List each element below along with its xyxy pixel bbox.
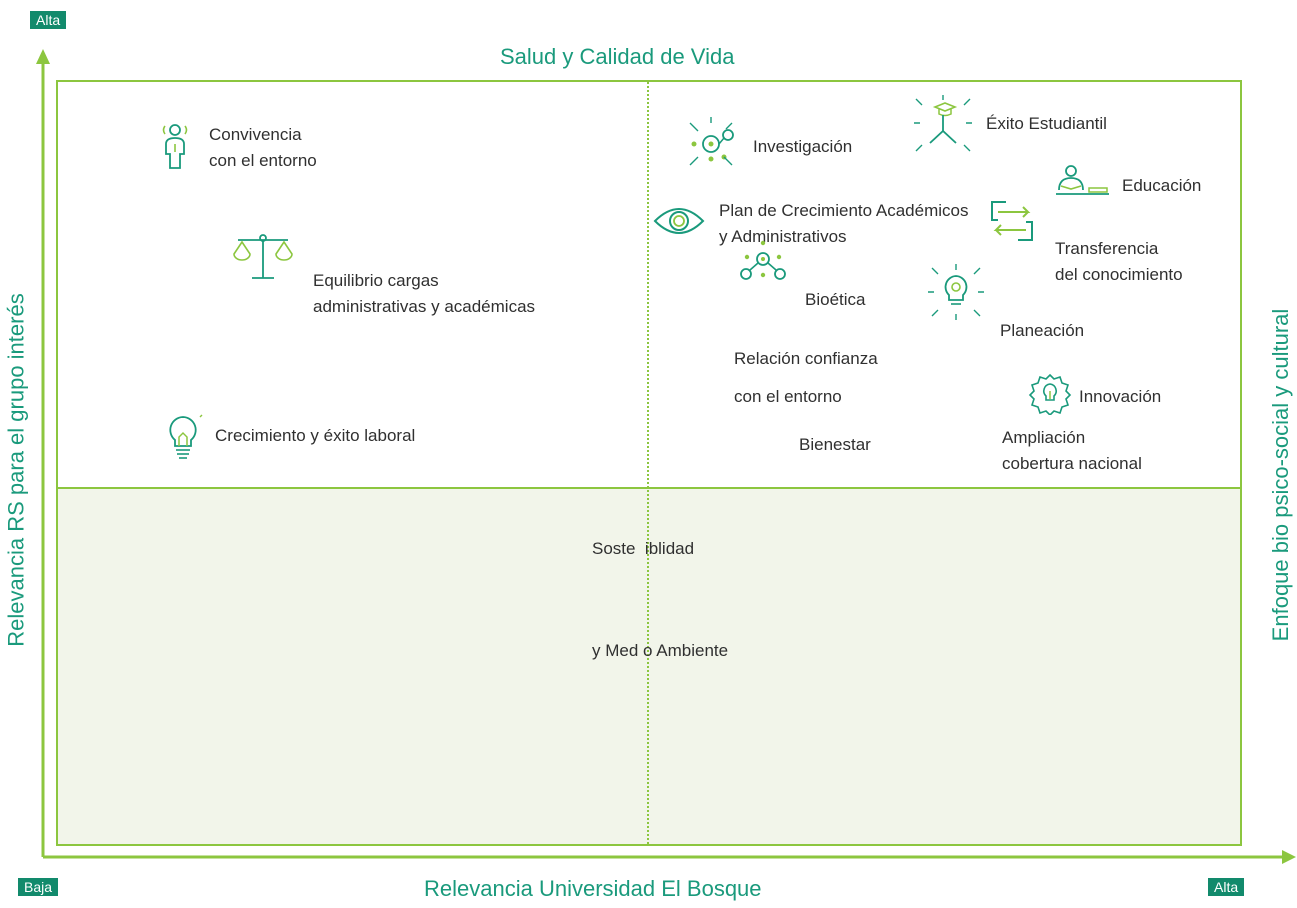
- eye-icon: [653, 208, 705, 234]
- label-planeacion: Planeación: [1000, 321, 1085, 340]
- x-axis-title: Relevancia Universidad El Bosque: [424, 876, 762, 901]
- balance-scale-icon: [233, 234, 293, 279]
- label-crecimiento-laboral: Crecimiento y éxito laboral: [215, 426, 416, 445]
- reading-person-icon: [1056, 165, 1109, 195]
- network-icon: [689, 117, 734, 166]
- label-relacion-line1: Relación confianza: [734, 349, 878, 368]
- horizontal-divider: [58, 487, 1240, 489]
- label-exito-estudiantil: Éxito Estudiantil: [986, 114, 1107, 133]
- vertical-divider: [647, 82, 649, 844]
- right-axis-title: Enfoque bio psico-social y cultural: [1268, 308, 1293, 642]
- label-equilibrio: Equilibrio cargas administrativas y acad…: [313, 268, 535, 320]
- graduation-flag-icon: [914, 95, 972, 152]
- label-ampliacion: Ampliación cobertura nacional: [1002, 425, 1142, 477]
- label-bioetica: Bioética: [805, 290, 866, 309]
- label-convivencia-line1: Convivencia: [209, 125, 302, 144]
- lower-quadrant-area: [58, 489, 1240, 844]
- label-convivencia-line2: con el entorno: [209, 151, 317, 170]
- label-plan-line1: Plan de Crecimiento Académicos: [719, 201, 969, 220]
- label-transferencia: Transferencia del conocimiento: [1055, 236, 1183, 288]
- label-plan-crecimiento: Plan de Crecimiento Académicos y Adminis…: [719, 198, 968, 250]
- lightbulb-icon: [169, 414, 203, 459]
- label-ampliacion-line1: Ampliación: [1002, 428, 1086, 447]
- y-axis-arrow: [36, 49, 50, 64]
- label-relacion-line2: con el entorno: [734, 387, 842, 406]
- person-icon: [162, 124, 188, 169]
- y-axis-title: Relevancia RS para el grupo interés: [3, 293, 29, 647]
- gear-bulb-icon: [928, 264, 984, 320]
- label-innovacion: Innovación: [1079, 387, 1162, 406]
- label-bienestar: Bienestar: [799, 435, 871, 454]
- x-axis-arrow: [1282, 850, 1296, 864]
- label-equilibrio-line2: administrativas y académicas: [313, 297, 536, 316]
- x-axis-low-badge: Baja: [18, 878, 59, 896]
- y-axis-high-badge: Alta: [30, 11, 67, 29]
- molecule-icon: [740, 240, 786, 280]
- x-axis-high-badge: Alta: [1208, 878, 1245, 896]
- label-sostenibilidad-line1: Soste iblidad: [592, 539, 695, 558]
- label-sostenibilidad-line2: y Med o Ambiente: [592, 641, 729, 660]
- quadrant-frame: [56, 80, 1242, 846]
- label-convivencia: Convivencia con el entorno: [209, 122, 317, 174]
- bulb-gear-icon: [1028, 373, 1072, 415]
- label-ampliacion-line2: cobertura nacional: [1002, 454, 1142, 473]
- top-title: Salud y Calidad de Vida: [500, 44, 735, 69]
- label-sostenibilidad: Soste iblidad y Med o Ambiente: [592, 464, 728, 736]
- label-transferencia-line1: Transferencia: [1055, 239, 1159, 258]
- label-equilibrio-line1: Equilibrio cargas: [313, 271, 439, 290]
- label-plan-line2: y Administrativos: [719, 227, 847, 246]
- label-transferencia-line2: del conocimiento: [1055, 265, 1183, 284]
- exchange-arrows-icon: [991, 201, 1033, 241]
- label-investigacion: Investigación: [753, 137, 853, 156]
- label-educacion: Educación: [1122, 176, 1202, 195]
- label-relacion-confianza: Relación confianza con el entorno: [734, 340, 878, 416]
